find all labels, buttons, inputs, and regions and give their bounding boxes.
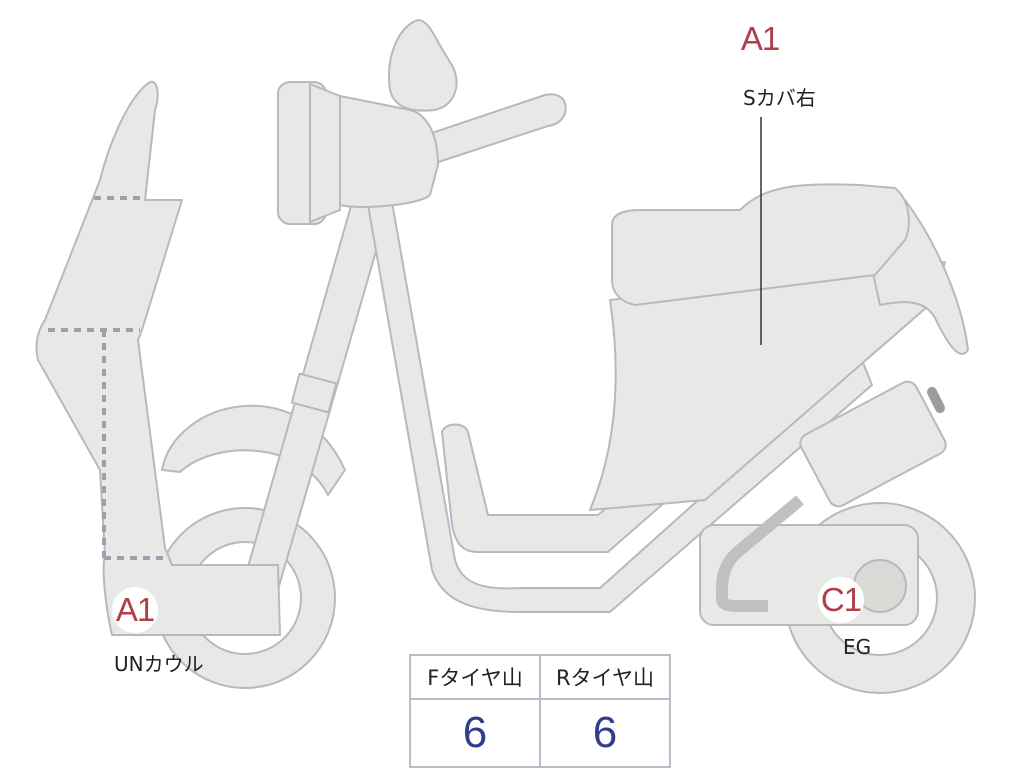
engine-part-label: EG	[843, 635, 872, 659]
seat-cover	[589, 261, 946, 511]
rear-tire-tread-header: Rタイヤ山	[539, 654, 671, 700]
headlight-housing	[319, 91, 439, 208]
main-frame	[367, 201, 873, 613]
under-cowl-grade-badge: A1	[112, 587, 158, 633]
exhaust-pipe	[716, 495, 804, 612]
headlight-rim	[309, 83, 341, 223]
rear-axle-stub	[927, 387, 945, 413]
seat-cover-grade-badge: A1	[737, 16, 783, 62]
rear-tire-tread-value: 6	[539, 698, 671, 768]
front-tire-tread-header: Fタイヤ山	[409, 654, 541, 700]
mirror	[388, 19, 458, 112]
tire-tread-table: Fタイヤ山 Rタイヤ山 6 6	[409, 654, 671, 768]
seat-cover-part-label: Sカバ右	[743, 86, 816, 110]
front-tire-tread-value: 6	[409, 698, 541, 768]
engine-grade-badge: C1	[818, 577, 864, 623]
handlebar	[404, 93, 567, 169]
rear-shock	[799, 380, 947, 508]
under-cowl-part-label: UNカウル	[114, 652, 204, 676]
front-cowl	[35, 80, 281, 636]
fork-collar	[290, 372, 338, 414]
